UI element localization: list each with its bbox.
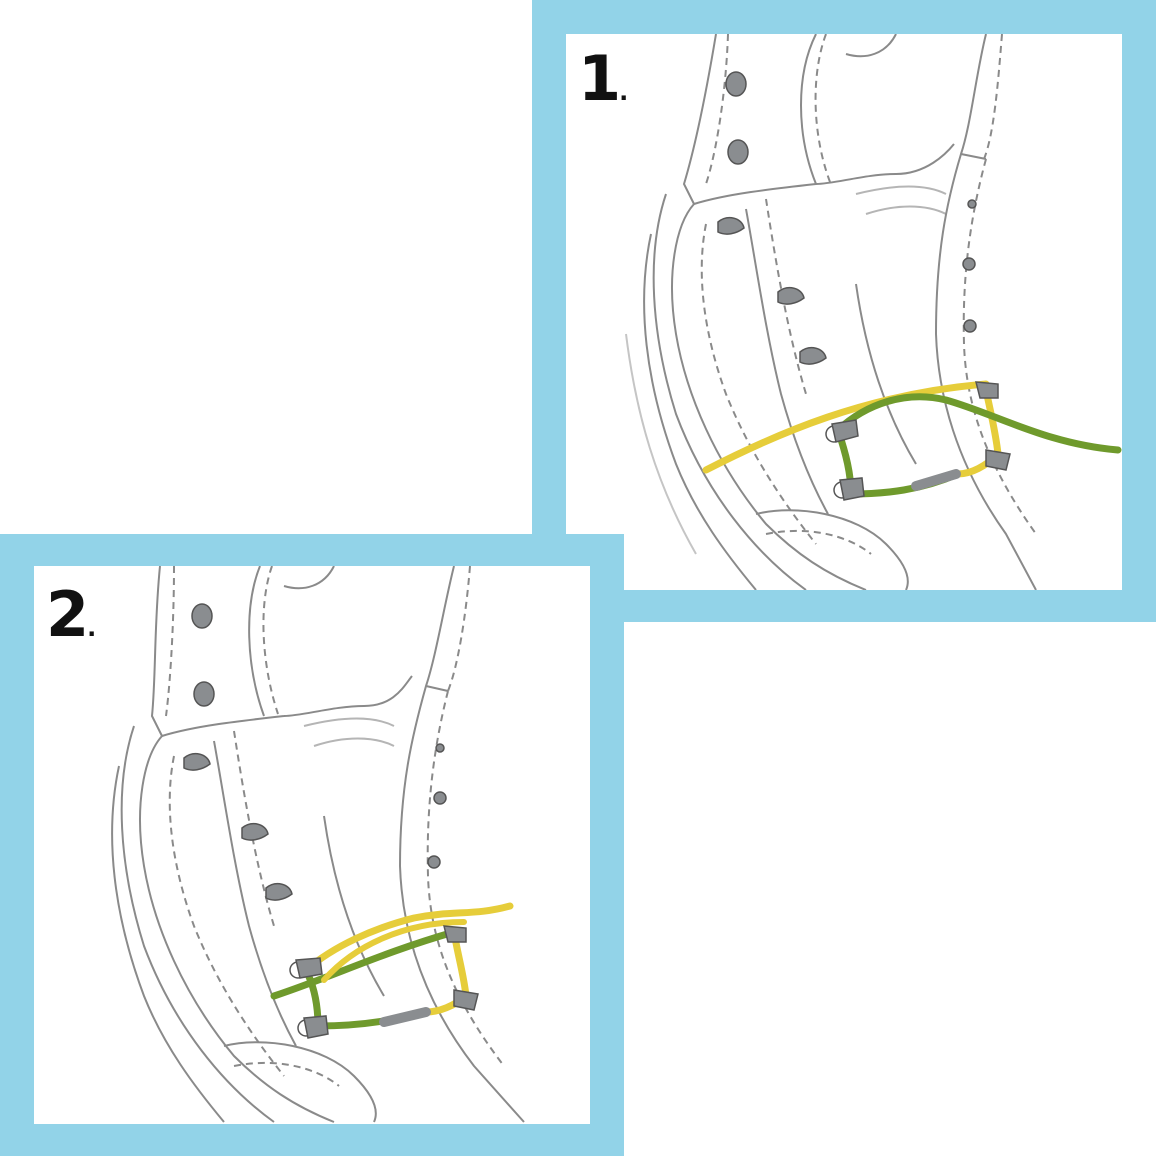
step-1-label: 1. <box>578 48 628 110</box>
eyelet-icon <box>717 71 977 365</box>
step-1-panel: 1. <box>532 0 1156 622</box>
step-1-number: 1 <box>578 42 621 115</box>
eyelet-icon <box>289 925 479 1039</box>
eyelet-icon <box>183 603 447 901</box>
step-2-dot: . <box>87 614 96 642</box>
shoe-illustration-step-2 <box>111 566 525 1123</box>
step-2-number: 2 <box>46 578 89 651</box>
shoe-icon <box>625 34 1037 590</box>
shoe-icon <box>111 566 525 1123</box>
step-1-dot: . <box>619 78 628 106</box>
eyelet-icon <box>825 381 1011 501</box>
step-2-panel: 2. <box>0 534 624 1156</box>
step-2-label: 2. <box>46 584 96 646</box>
shoe-illustration-step-1 <box>625 34 1122 590</box>
